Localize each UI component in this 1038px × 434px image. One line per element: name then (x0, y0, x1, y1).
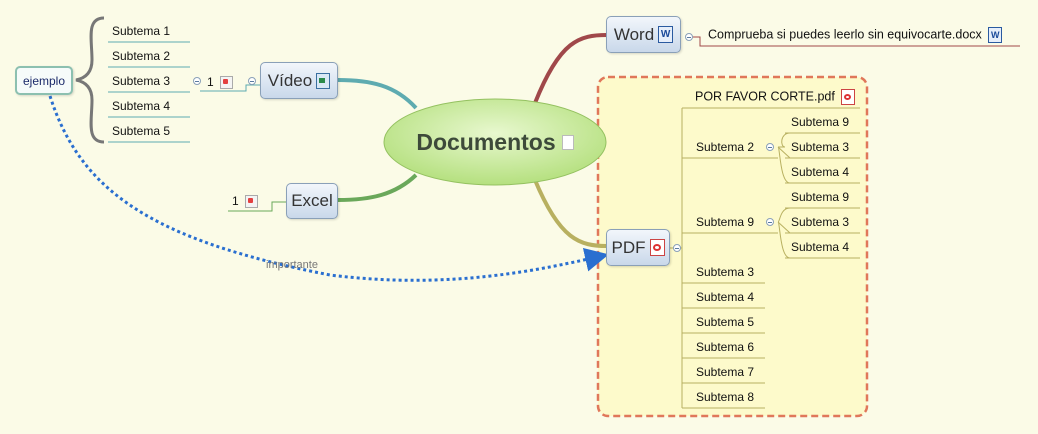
broken-image-icon (220, 76, 234, 90)
ejemplo-topic[interactable]: ejemplo (15, 66, 73, 95)
branch-excel (337, 173, 418, 202)
central-topic-label: Documentos (416, 128, 556, 155)
pdf-group-child[interactable]: Subtema 4 (791, 240, 850, 254)
ejemplo-label: ejemplo (22, 73, 66, 88)
video-count-collapse[interactable] (193, 77, 201, 85)
excel-count-value: 1 (232, 194, 239, 208)
video-subtopic[interactable]: Subtema 5 (112, 124, 171, 138)
pdf-icon (649, 239, 665, 256)
word-child-label: Comprueba si puedes leerlo sin equivocar… (708, 27, 982, 42)
pdf-group-collapse[interactable] (766, 143, 774, 151)
word-doc-icon: W (988, 27, 1003, 43)
video-file-icon (316, 72, 331, 89)
pdf-item[interactable]: Subtema 5 (696, 315, 755, 329)
video-subtopic[interactable]: Subtema 3 (112, 74, 171, 88)
pdf-topic[interactable]: PDF (606, 229, 670, 266)
video-count-line (200, 84, 260, 92)
excel-count-line (228, 201, 286, 212)
word-topic[interactable]: Word W (606, 16, 681, 53)
pdf-group-child[interactable]: Subtema 4 (791, 165, 850, 179)
video-brace (75, 16, 105, 144)
pdf-item[interactable]: Subtema 3 (696, 265, 755, 279)
relationship-line (48, 95, 609, 282)
word-collapse-toggle[interactable] (685, 33, 693, 41)
pdf-group-child[interactable]: Subtema 3 (791, 140, 850, 154)
pdf-group-collapse[interactable] (766, 218, 774, 226)
excel-count[interactable]: 1 (232, 194, 259, 209)
central-topic-shape[interactable] (383, 98, 607, 186)
video-subtopic[interactable]: Subtema 1 (112, 24, 171, 38)
pdf-file-label: POR FAVOR CORTE.pdf (695, 89, 835, 104)
excel-topic[interactable]: Excel (286, 183, 338, 219)
word-child-line (692, 36, 1020, 47)
video-subtopic[interactable]: Subtema 2 (112, 49, 171, 63)
pdf-item[interactable]: Subtema 6 (696, 340, 755, 354)
pdf-group-label[interactable]: Subtema 9 (696, 215, 755, 229)
pdf-item[interactable]: Subtema 7 (696, 365, 755, 379)
branch-word (533, 33, 608, 104)
excel-label: Excel (291, 191, 333, 210)
pdf-group-child[interactable]: Subtema 3 (791, 215, 850, 229)
broken-image-icon (245, 195, 259, 209)
video-subtopic[interactable]: Subtema 4 (112, 99, 171, 113)
pdf-group-label[interactable]: Subtema 2 (696, 140, 755, 154)
word-child[interactable]: Comprueba si puedes leerlo sin equivocar… (708, 27, 1003, 43)
branch-pdf (533, 179, 608, 248)
video-label: Vídeo (267, 70, 313, 90)
video-subtopic-underlines (108, 41, 190, 143)
video-count[interactable]: 1 (207, 75, 234, 90)
pdf-item[interactable]: Subtema 4 (696, 290, 755, 304)
video-topic[interactable]: Vídeo (260, 62, 338, 99)
document-icon (561, 134, 574, 150)
word-label: Word (613, 24, 655, 44)
pdf-icon (841, 89, 856, 105)
video-count-value: 1 (207, 75, 214, 89)
pdf-group-child[interactable]: Subtema 9 (791, 115, 850, 129)
central-topic[interactable]: Documentos (395, 122, 595, 162)
word-doc-icon: W (658, 26, 674, 43)
pdf-collapse-toggle[interactable] (673, 244, 681, 252)
pdf-label: PDF (611, 237, 646, 257)
video-collapse-toggle[interactable] (248, 77, 256, 85)
pdf-item[interactable]: Subtema 8 (696, 390, 755, 404)
relationship-label[interactable]: importante (266, 259, 318, 271)
pdf-group-child[interactable]: Subtema 9 (791, 190, 850, 204)
pdf-file[interactable]: POR FAVOR CORTE.pdf (695, 89, 856, 105)
branch-video (337, 78, 418, 110)
